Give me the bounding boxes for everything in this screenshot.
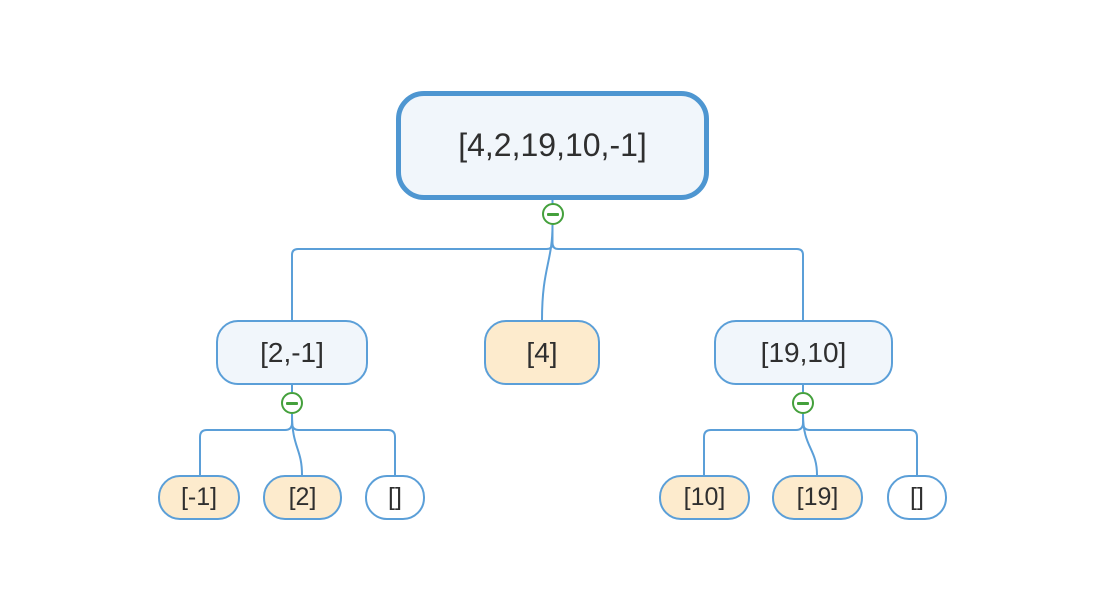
tree-node-left-grandchild-1: [-1] — [158, 475, 240, 520]
edge-root-to-left-child — [291, 225, 554, 320]
tree-node-right-grandchild-1: [10] — [659, 475, 750, 520]
collapse-icon-left-child[interactable] — [281, 392, 303, 414]
tree-node-left-grandchild-2: [2] — [263, 475, 342, 520]
tree-node-left-grandchild-3: [] — [365, 475, 425, 520]
tree-node-right-child: [19,10] — [714, 320, 893, 385]
collapse-icon-root[interactable] — [542, 203, 564, 225]
minus-icon — [547, 212, 559, 216]
collapse-icon-right-child[interactable] — [792, 392, 814, 414]
tree-node-left-child: [2,-1] — [216, 320, 368, 385]
edge-right-to-grandchild-1 — [703, 414, 804, 475]
edge-root-to-right-child — [551, 225, 804, 320]
edge-right-to-grandchild-2 — [802, 413, 818, 476]
tree-node-root: [4,2,19,10,-1] — [396, 91, 709, 200]
edge-root-to-middle-child — [541, 224, 554, 321]
minus-icon — [797, 401, 809, 405]
edge-right-to-grandchild-3 — [802, 414, 918, 475]
tree-node-right-grandchild-3: [] — [887, 475, 947, 520]
tree-node-right-grandchild-2: [19] — [772, 475, 863, 520]
edge-left-to-grandchild-3 — [291, 414, 396, 475]
edge-left-to-grandchild-2 — [291, 413, 303, 476]
tree-node-middle-child: [4] — [484, 320, 600, 385]
minus-icon — [286, 401, 298, 405]
edge-left-to-grandchild-1 — [199, 414, 293, 475]
